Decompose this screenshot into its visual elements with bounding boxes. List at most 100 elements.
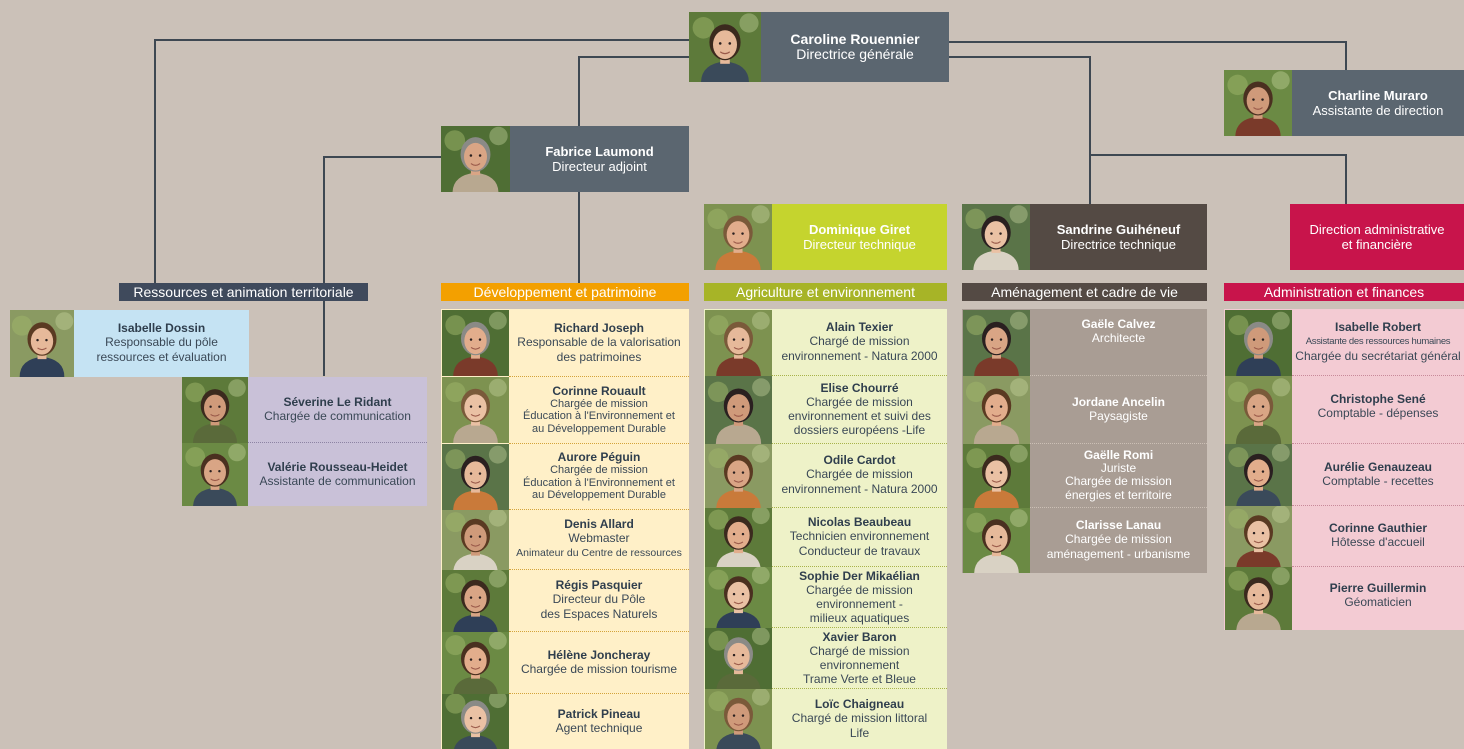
- person-role: Hôtesse d'accueil: [1331, 535, 1425, 549]
- person-card: Clarisse Lanau Chargée de mission aménag…: [1030, 508, 1207, 573]
- admin-finance-direction-line2: et financière: [1341, 237, 1413, 252]
- person-role: Chargée de mission tourisme: [520, 661, 678, 676]
- person-role: dossiers européens -Life: [793, 423, 926, 437]
- person-card: Gaëlle Romi Juriste Chargée de mission é…: [1030, 444, 1207, 508]
- person-name: Loïc Chaigneau: [814, 696, 905, 711]
- person-role: Géomaticien: [1344, 594, 1412, 609]
- person-card: Sophie Der Mikaélian Chargée de mission …: [772, 567, 947, 628]
- person-card: Hélène Joncheray Chargée de mission tour…: [509, 632, 689, 694]
- person-card: Elise Chourré Chargée de mission environ…: [772, 376, 947, 444]
- section-header-developpement: Développement et patrimoine: [441, 283, 689, 301]
- person-role: Chargé de mission littoral: [791, 710, 928, 725]
- section-header-amenagement: Aménagement et cadre de vie: [962, 283, 1207, 301]
- loic-chaigneau-photo: [705, 689, 772, 749]
- gaele-calvez-photo: [963, 310, 1030, 376]
- person-name: Denis Allard: [564, 517, 634, 531]
- person-role: Chargée de mission: [806, 582, 913, 597]
- technical-director-1-name: Dominique Giret: [808, 222, 911, 237]
- person-name: Régis Pasquier: [555, 578, 643, 592]
- person-role: Chargée de mission: [550, 397, 648, 410]
- person-card: Isabelle Robert Assistante des ressource…: [1292, 310, 1464, 376]
- person-role: Chargée de mission: [806, 395, 913, 409]
- person-role: Éducation à l'Environnement et: [523, 476, 675, 489]
- person-role: des Espaces Naturels: [540, 607, 658, 621]
- nicolas-beaubeau-photo: [705, 508, 772, 567]
- person-name: Gaëlle Romi: [1083, 447, 1154, 462]
- technical-director-2-role: Directrice technique: [1061, 237, 1176, 252]
- person-card: Odile Cardot Chargée de mission environn…: [772, 444, 947, 508]
- isabelle-dossin-photo: [10, 310, 74, 377]
- technical-director-1-role: Directeur technique: [803, 237, 916, 252]
- director-general-role: Directrice générale: [796, 46, 914, 62]
- fabrice-laumond-photo: [441, 126, 510, 192]
- person-card: Gaële Calvez Architecte: [1030, 310, 1207, 376]
- valerie-rousseau-heidet-photo: [182, 443, 248, 506]
- deputy-director-name: Fabrice Laumond: [545, 144, 654, 159]
- assistant-name: Charline Muraro: [1328, 88, 1428, 103]
- person-name: Gaële Calvez: [1081, 316, 1156, 331]
- person-role: milieux aquatiques: [809, 610, 910, 625]
- person-card: Aurore Péguin Chargée de mission Éducati…: [509, 444, 689, 510]
- dominique-giret-photo: [704, 204, 772, 270]
- person-card: Christophe Sené Comptable - dépenses: [1292, 376, 1464, 444]
- christophe-sene-photo: [1225, 376, 1292, 444]
- person-role: ressources et évaluation: [96, 350, 227, 364]
- gaelle-romi-photo: [963, 444, 1030, 508]
- person-name: Nicolas Beaubeau: [807, 514, 912, 529]
- person-name: Elise Chourré: [820, 381, 899, 395]
- patrick-pineau-photo: [442, 694, 509, 749]
- regis-pasquier-photo: [442, 570, 509, 632]
- person-role: Responsable du pôle: [105, 335, 218, 349]
- person-name: Aurélie Genauzeau: [1323, 459, 1433, 474]
- elise-chourre-photo: [705, 376, 772, 444]
- person-name: Valérie Rousseau-Heidet: [267, 459, 408, 474]
- technical-director-2-name: Sandrine Guihéneuf: [1056, 222, 1181, 237]
- person-role: Animateur du Centre de ressources: [516, 547, 682, 559]
- person-name: Sophie Der Mikaélian: [799, 568, 920, 583]
- person-role: Chargée de communication: [264, 408, 411, 423]
- person-role: Chargée de mission: [550, 464, 648, 477]
- sandrine-guiheneuf-photo: [962, 204, 1030, 270]
- person-card: Corinne Gauthier Hôtesse d'accueil: [1292, 506, 1464, 567]
- person-card: Pierre Guillermin Géomaticien: [1292, 567, 1464, 630]
- person-role: Éducation à l'Environnement et: [523, 410, 675, 423]
- person-name: Patrick Pineau: [557, 706, 641, 721]
- person-role: environnement et suivi des: [788, 409, 931, 423]
- person-card: Isabelle Dossin Responsable du pôle ress…: [74, 310, 249, 377]
- person-role: Responsable de la valorisation: [517, 334, 681, 349]
- person-name: Hélène Joncheray: [547, 647, 651, 662]
- person-role: Paysagiste: [1089, 408, 1148, 423]
- person-card: Régis Pasquier Directeur du Pôle des Esp…: [509, 570, 689, 632]
- person-name: Séverine Le Ridant: [283, 394, 392, 409]
- person-card: Patrick Pineau Agent technique: [509, 694, 689, 749]
- person-role: au Développement Durable: [532, 489, 666, 502]
- person-card: Xavier Baron Chargé de mission environne…: [772, 628, 947, 689]
- person-role: Conducteur de travaux: [798, 543, 921, 558]
- sophie-der-mikaelian-photo: [705, 567, 772, 628]
- person-name: Corinne Gauthier: [1328, 521, 1427, 535]
- richard-joseph-photo: [442, 310, 509, 376]
- aurelie-genauzeau-photo: [1225, 444, 1292, 506]
- alain-texier-photo: [705, 310, 772, 376]
- person-role: Chargé de mission: [809, 334, 910, 348]
- director-general-name: Caroline Rouennier: [790, 31, 920, 47]
- person-role: énergies et territoire: [1065, 487, 1172, 502]
- person-role: environnement - Natura 2000: [781, 349, 938, 363]
- technical-director-2-box: Sandrine Guihéneuf Directrice technique: [1030, 204, 1207, 270]
- person-name: Clarisse Lanau: [1075, 518, 1162, 532]
- person-role: Life: [849, 725, 870, 740]
- person-role: Chargée de mission: [806, 467, 913, 481]
- person-card: Denis Allard Webmaster Animateur du Cent…: [509, 510, 689, 570]
- clarisse-lanau-photo: [963, 508, 1030, 573]
- person-role: Comptable - dépenses: [1317, 405, 1439, 420]
- person-name: Corinne Rouault: [552, 383, 646, 398]
- isabelle-robert-photo: [1225, 310, 1292, 376]
- person-card: Valérie Rousseau-Heidet Assistante de co…: [248, 443, 427, 506]
- person-role: Chargée de mission: [1065, 532, 1172, 546]
- person-name: Richard Joseph: [553, 320, 645, 335]
- person-name: Isabelle Robert: [1334, 320, 1422, 334]
- jordane-ancelin-photo: [963, 376, 1030, 444]
- section-header-agriculture: Agriculture et environnement: [704, 283, 947, 301]
- person-card: Richard Joseph Responsable de la valoris…: [509, 310, 689, 377]
